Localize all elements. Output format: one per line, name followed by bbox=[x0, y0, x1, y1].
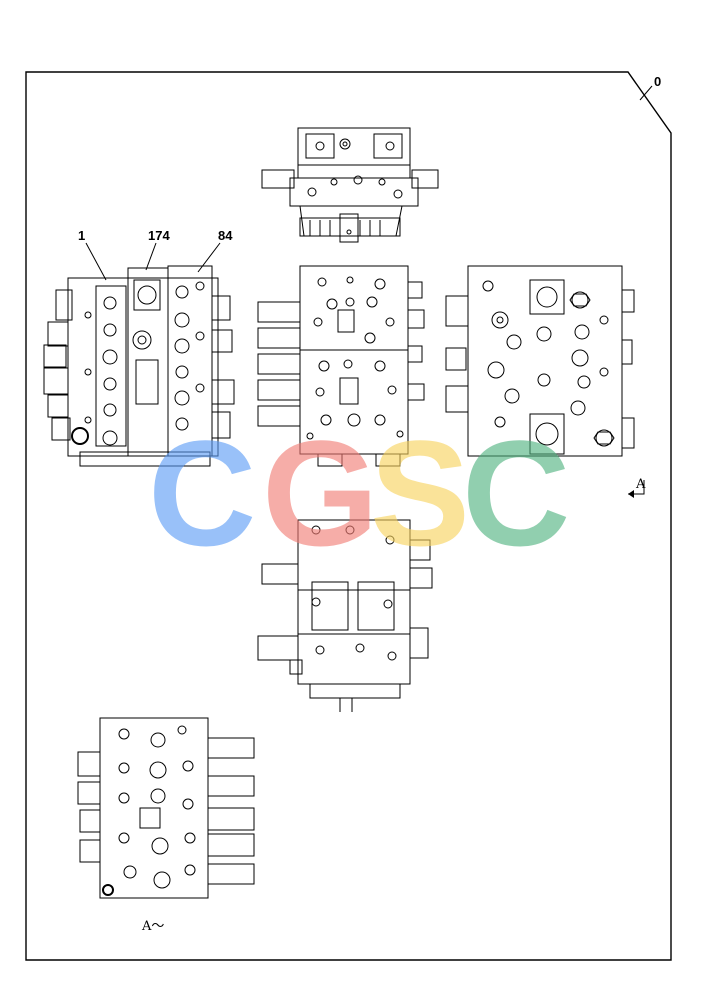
valve-right-view bbox=[445, 265, 635, 457]
valve-back-view bbox=[257, 519, 433, 712]
valve-view-a bbox=[77, 717, 255, 899]
leader-84 bbox=[197, 242, 221, 273]
view-a-marker: A bbox=[628, 477, 646, 498]
watermark: C G S C bbox=[148, 409, 570, 577]
valve-left-view bbox=[43, 265, 235, 467]
callout-84: 84 bbox=[218, 228, 233, 243]
callout-0: 0 bbox=[654, 74, 661, 89]
valve-front-view bbox=[257, 265, 425, 467]
valve-top-view bbox=[261, 127, 439, 243]
watermark-letter-s: S bbox=[370, 409, 470, 577]
callout-174: 174 bbox=[148, 228, 170, 243]
view-a-caption: A～ bbox=[141, 919, 164, 934]
leader-0 bbox=[639, 85, 653, 101]
watermark-letter-g: G bbox=[262, 409, 379, 577]
leader-174 bbox=[145, 242, 157, 271]
leader-1 bbox=[85, 242, 107, 281]
watermark-letter-c1: C bbox=[148, 409, 256, 577]
svg-text:A: A bbox=[635, 477, 646, 492]
drawing-frame bbox=[25, 71, 672, 961]
callout-1: 1 bbox=[78, 228, 85, 243]
watermark-letter-c2: C bbox=[462, 409, 570, 577]
